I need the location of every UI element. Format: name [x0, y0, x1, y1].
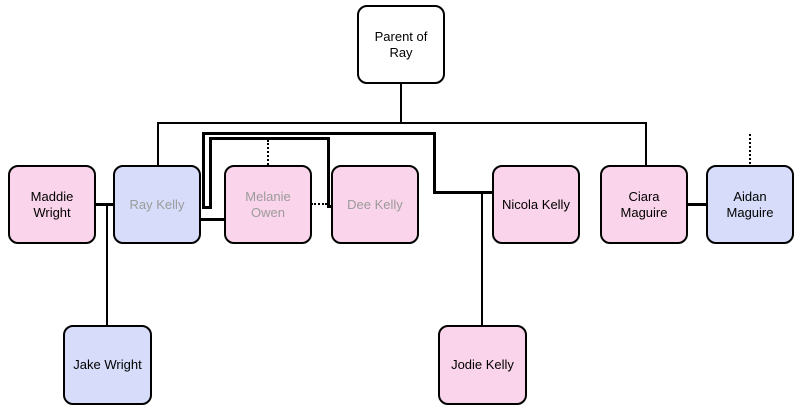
person-node-maddie-wright[interactable]: Maddie Wright: [8, 165, 96, 244]
child-drop-jake: [106, 206, 108, 325]
partner-route-ray-nicola-right: [433, 132, 436, 194]
person-node-ray-kelly[interactable]: Ray Kelly: [113, 165, 201, 244]
person-node-nicola-kelly[interactable]: Nicola Kelly: [492, 165, 580, 244]
partner-route-ray-dee-right: [327, 137, 330, 208]
person-name: Melanie Owen: [245, 188, 291, 220]
child-drop-ray: [157, 122, 159, 165]
partner-route-ray-nicola-top: [202, 132, 436, 135]
person-name: Parent of Ray: [374, 28, 428, 60]
partner-line-ray-melanie: [199, 218, 224, 221]
person-node-parent-of-ray[interactable]: Parent of Ray: [357, 5, 445, 84]
child-drop-ciara: [645, 122, 647, 165]
parent-drop-line: [400, 84, 402, 123]
person-name: Nicola Kelly: [502, 196, 570, 212]
partner-route-ray-dee-left: [209, 137, 212, 209]
dotted-partner-line-melanie-dee: [311, 203, 327, 205]
partner-line-ciara-aidan: [688, 203, 706, 206]
person-node-dee-kelly[interactable]: Dee Kelly: [331, 165, 419, 244]
person-node-aidan-maguire[interactable]: Aidan Maguire: [706, 165, 794, 244]
person-node-jodie-kelly[interactable]: Jodie Kelly: [438, 325, 527, 405]
person-node-melanie-owen[interactable]: Melanie Owen: [224, 165, 312, 244]
person-node-jake-wright[interactable]: Jake Wright: [63, 325, 152, 405]
person-name: Ray Kelly: [129, 196, 185, 212]
dotted-top-link-aidan: [749, 134, 751, 164]
dotted-top-link-melanie: [267, 140, 269, 165]
partner-route-junction: [202, 206, 212, 209]
person-name: Jodie Kelly: [451, 357, 514, 373]
partner-line-maddie-ray: [96, 203, 113, 206]
person-name: Maddie Wright: [30, 188, 74, 220]
person-name: Jake Wright: [73, 357, 142, 373]
partner-route-ray-dee-foot: [327, 205, 333, 208]
partner-route-ray-nicola-foot: [433, 191, 493, 194]
child-drop-jodie: [481, 194, 483, 325]
partner-route-ray-nicola-left: [202, 132, 205, 209]
siblings-line: [157, 122, 647, 124]
person-name: Aidan Maguire: [726, 188, 774, 220]
person-name: Dee Kelly: [347, 196, 403, 212]
partner-route-ray-dee-top: [209, 137, 330, 140]
person-name: Ciara Maguire: [620, 188, 668, 220]
person-node-ciara-maguire[interactable]: Ciara Maguire: [600, 165, 688, 244]
